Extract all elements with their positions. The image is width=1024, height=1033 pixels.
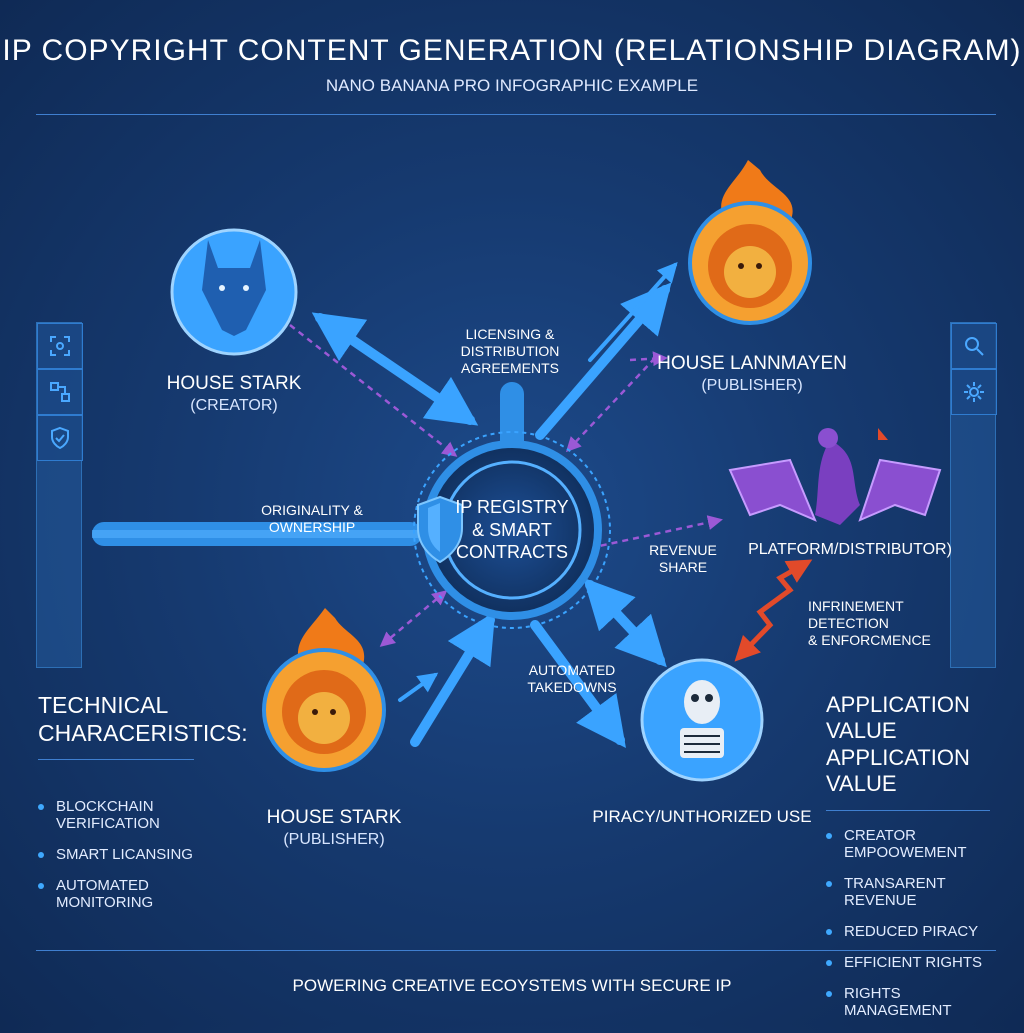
left-side-bar — [36, 322, 83, 668]
application-title-line1: APPLICATION VALUE — [826, 692, 970, 744]
dashed-lannmayen-label — [629, 351, 668, 367]
node-name: HOUSE STARK — [166, 373, 302, 394]
diagram-title: IP COPYRIGHT CONTENT GENERATION (RELATIO… — [2, 34, 1022, 67]
gear-icon — [951, 369, 997, 415]
node-piracy: PIRACY/UNTHORIZED USE — [592, 806, 812, 827]
dragon-icon — [728, 428, 942, 525]
dashed-stark-hub — [289, 324, 458, 457]
arrow-stark-to-hub — [311, 312, 479, 426]
header-divider — [36, 114, 996, 115]
search-icon — [951, 323, 997, 369]
lion-flame-icon — [688, 160, 812, 325]
edge-licensing-line2: AGREEMENTS — [460, 359, 559, 376]
edge-originality-label: ORIGINALITY & OWNERSHIP — [261, 502, 363, 535]
hub-label-line2: & SMART — [472, 519, 552, 540]
technical-title-line1: TECHNICAL — [38, 692, 169, 718]
list-item: CREATOR EMPOOWEMENT — [826, 827, 1006, 861]
node-role: (PUBLISHER) — [701, 376, 803, 394]
application-title: APPLICATION VALUE APPLICATION VALUE — [826, 692, 1006, 798]
edge-infringement-line1: INFRINEMENT DETECTION — [808, 598, 904, 631]
edge-licensing-label: LICENSING & DISTRIBUTION AGREEMENTS — [420, 326, 600, 376]
list-item: SMART LICANSING — [38, 846, 218, 863]
footer-divider — [36, 950, 996, 951]
hub-label-line3: CONTRACTS — [456, 542, 568, 562]
technical-panel: TECHNICAL CHARACERISTICS: BLOCKCHAIN VER… — [38, 692, 248, 925]
list-item: RIGHTS MANAGEMENT — [826, 985, 1006, 1019]
technical-divider — [38, 759, 194, 761]
arrow-hub-to-piracy — [530, 620, 626, 749]
arrow-hub-to-lannmayen — [535, 282, 672, 440]
node-name: PLATFORM/DISTRIBUTOR) — [748, 541, 952, 558]
node-name: HOUSE STARK — [266, 807, 402, 828]
edge-takedowns-line1: AUTOMATED — [528, 662, 616, 678]
list-item: EFFICIENT RIGHTS — [826, 954, 1006, 971]
node-house-lannmayen-publisher: HOUSE LANNMAYEN (PUBLISHER) — [652, 352, 852, 396]
hub-label-line1: IP REGISTRY — [455, 497, 569, 517]
edge-infringement-line2: & ENFORCMENCE — [808, 631, 931, 648]
arrow-top-thin — [588, 262, 678, 362]
enforcement-arrow — [734, 559, 813, 662]
shield-icon — [417, 495, 463, 564]
dashed-hub-platform — [589, 515, 723, 550]
right-side-bar — [950, 322, 997, 668]
node-house-stark-publisher: HOUSE STARK (PUBLISHER) — [244, 806, 424, 850]
scan-icon — [37, 323, 83, 369]
edge-takedowns-label: AUTOMATED TAKEDOWNS — [522, 662, 622, 696]
edge-licensing-line1: LICENSING & DISTRIBUTION — [460, 326, 560, 359]
arrow-publisher-to-hub — [410, 611, 496, 747]
node-name: HOUSE LANNMAYEN — [657, 353, 847, 374]
node-role: (CREATOR) — [190, 396, 278, 414]
list-item: REDUCED PIRACY — [826, 923, 1006, 940]
edge-infringement-label: INFRINEMENT DETECTION & ENFORCMENCE — [808, 598, 958, 648]
node-platform-distributor: PLATFORM/DISTRIBUTOR) — [740, 540, 960, 560]
application-list: CREATOR EMPOOWEMENT TRANSARENT REVENUE R… — [826, 827, 1006, 1019]
skeleton-icon — [640, 658, 764, 782]
technical-list: BLOCKCHAIN VERIFICATION SMART LICANSING … — [38, 798, 218, 911]
arrow-bottom-left-small — [398, 672, 439, 702]
application-panel: APPLICATION VALUE APPLICATION VALUE CREA… — [826, 692, 1006, 1033]
dashed-publisher-hub — [379, 590, 448, 647]
node-house-stark-creator: HOUSE STARK (CREATOR) — [144, 372, 324, 416]
application-divider — [826, 809, 990, 811]
list-item: TRANSARENT REVENUE — [826, 875, 1006, 909]
lion-flame-icon — [262, 608, 386, 772]
ownership-bar — [92, 522, 422, 546]
network-icon — [37, 369, 83, 415]
edge-takedowns-line2: TAKEDOWNS — [527, 678, 617, 695]
application-title-line2: APPLICATION VALUE — [826, 744, 970, 797]
list-item: BLOCKCHAIN VERIFICATION — [38, 798, 218, 832]
arrow-hub-piracy-double — [583, 577, 667, 668]
technical-title-line2: CHARACERISTICS: — [38, 719, 248, 746]
node-name: PIRACY/UNTHORIZED USE — [592, 807, 812, 826]
shield-check-icon — [37, 415, 83, 461]
list-item: AUTOMATED MONITORING — [38, 877, 218, 911]
edge-revenue-label: REVENUE SHARE — [649, 542, 717, 575]
hub-label: IP REGISTRY & SMART CONTRACTS — [452, 496, 572, 564]
node-role: (PUBLISHER) — [283, 830, 385, 848]
footer-tagline: POWERING CREATIVE ECOYSTEMS WITH SECURE … — [292, 976, 732, 995]
technical-title: TECHNICAL CHARACERISTICS: — [38, 692, 248, 747]
diagram-subtitle: NANO BANANA PRO INFOGRAPHIC EXAMPLE — [325, 76, 699, 95]
wolf-icon — [170, 228, 298, 356]
